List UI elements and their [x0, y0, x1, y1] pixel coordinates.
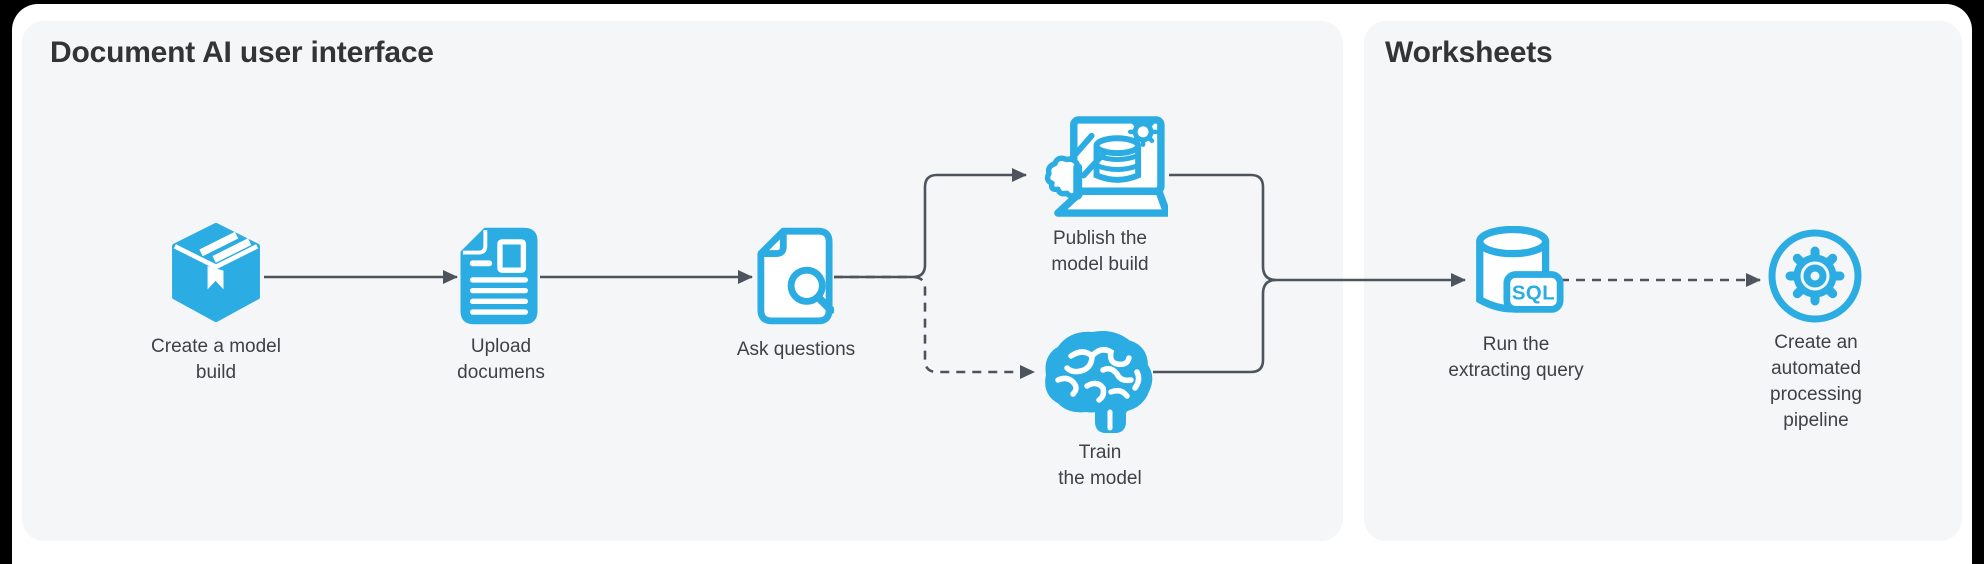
publish-laptop-icon	[1044, 116, 1168, 217]
database-small-icon	[1093, 135, 1142, 183]
document-search-icon	[757, 227, 834, 325]
document-icon	[460, 227, 538, 325]
sql-badge-label: SQL	[1512, 283, 1555, 305]
node-label-create-automated-pipeline: Create an automated processing pipeline	[1770, 332, 1862, 431]
pointing-hand-icon	[1044, 132, 1109, 200]
node-label-create-model-build: Create a model build	[151, 336, 281, 383]
package-box-icon	[172, 222, 260, 323]
panel-title-document-ai: Document AI user interface	[50, 36, 434, 69]
gear-small-icon	[1127, 116, 1159, 147]
node-label-publish-model-build: Publish the model build	[1051, 228, 1149, 275]
panel-title-worksheets: Worksheets	[1385, 36, 1553, 69]
gear-circle-icon	[1768, 229, 1862, 323]
node-label-upload-documents: Upload documens	[457, 336, 545, 383]
page-background: Document AI user interface Worksheets	[12, 4, 1972, 564]
panel-worksheets	[1364, 21, 1962, 541]
node-label-run-extracting-query: Run the extracting query	[1448, 334, 1584, 381]
sql-database-icon: SQL	[1476, 226, 1564, 313]
node-label-ask-questions: Ask questions	[736, 339, 856, 360]
node-label-train-model: Train the model	[1058, 442, 1142, 489]
brain-icon	[1045, 331, 1153, 433]
